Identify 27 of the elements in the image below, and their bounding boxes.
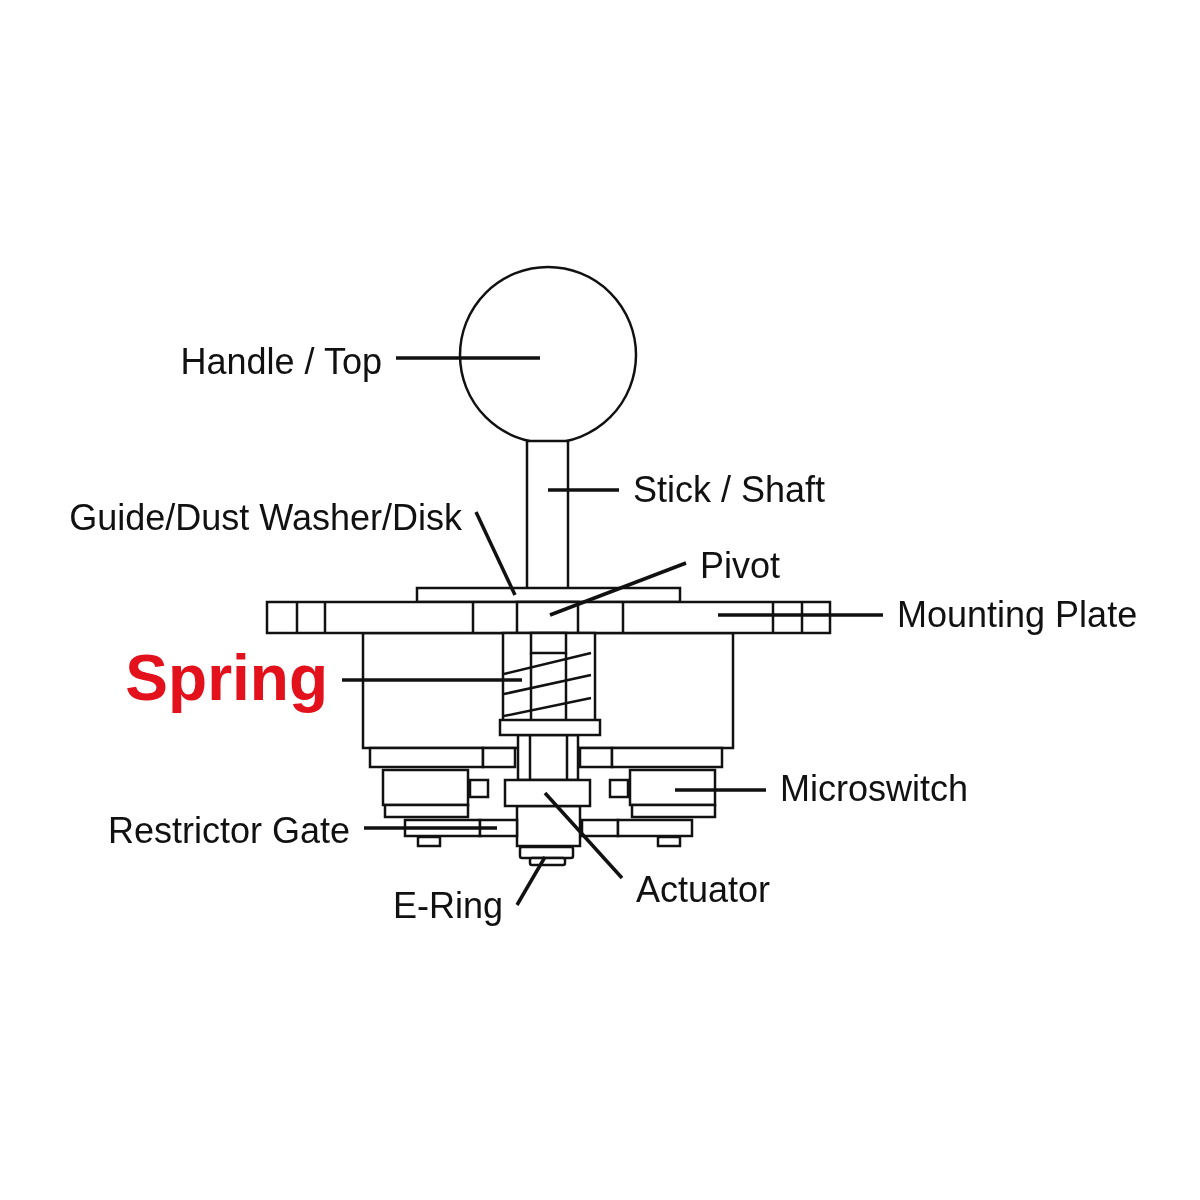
microswitch <box>381 768 490 819</box>
part-label: Guide/Dust Washer/Disk <box>69 500 462 536</box>
microswitch <box>608 768 717 819</box>
part-label: Stick / Shaft <box>633 472 826 508</box>
leader-line <box>543 791 624 880</box>
part-label: Actuator <box>636 872 771 908</box>
leader-line <box>718 613 883 617</box>
leader-line <box>675 788 766 792</box>
e-ring <box>518 845 575 867</box>
mounting-plate <box>265 600 832 635</box>
handle-ball <box>458 265 638 445</box>
leader-line <box>548 488 619 492</box>
part-label: Pivot <box>700 548 781 584</box>
spring <box>498 631 602 737</box>
leader-line <box>515 856 547 906</box>
leader-line <box>396 356 540 360</box>
actuator <box>503 778 592 808</box>
part-label: Handle / Top <box>180 344 382 380</box>
leader-line <box>342 678 522 682</box>
dust-washer <box>415 586 682 604</box>
part-label: E-Ring <box>392 888 503 924</box>
part-label: Restrictor Gate <box>107 813 350 849</box>
leader-line <box>364 826 497 830</box>
restrictor-gate <box>403 818 694 838</box>
leader-line <box>549 561 687 617</box>
part-label: Microswitch <box>780 771 968 807</box>
part-label: Mounting Plate <box>897 597 1138 633</box>
